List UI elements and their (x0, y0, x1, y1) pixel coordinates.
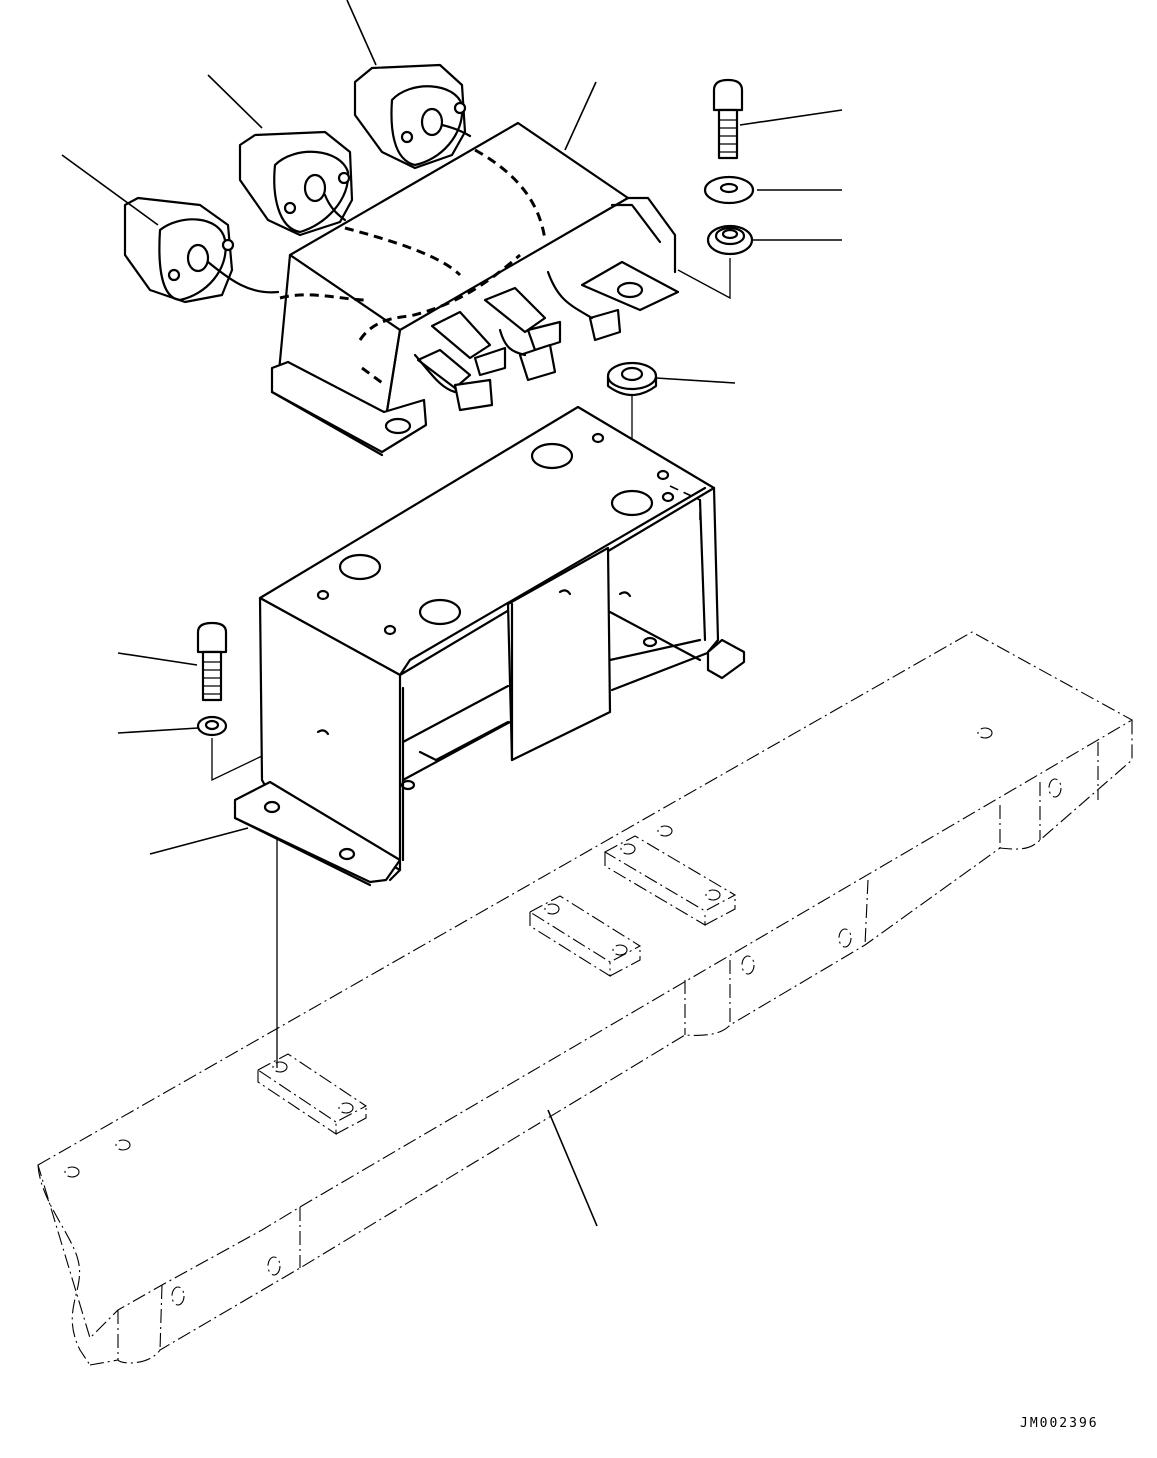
leader-lines (61, 0, 843, 1227)
lamp-bracket (233, 405, 746, 887)
washer-upper (703, 175, 755, 205)
work-lamp-right (353, 63, 472, 170)
mounting-pad-middle (528, 895, 642, 977)
work-lamp-left (123, 196, 280, 304)
frame-rail (37, 631, 1134, 1366)
work-lamp-middle (238, 130, 354, 237)
wiring-connectors (413, 270, 622, 412)
mounting-pad-rear (603, 825, 737, 926)
washer-lower (196, 715, 228, 737)
bolt-upper (712, 78, 744, 160)
bolt-lower (196, 621, 228, 702)
lamp-cover (270, 121, 680, 457)
drawing-code: JM002396 (1020, 1416, 1099, 1431)
mounting-pad-front (256, 1053, 368, 1136)
grommet-upper (706, 224, 754, 256)
spacer-ring (606, 361, 658, 397)
